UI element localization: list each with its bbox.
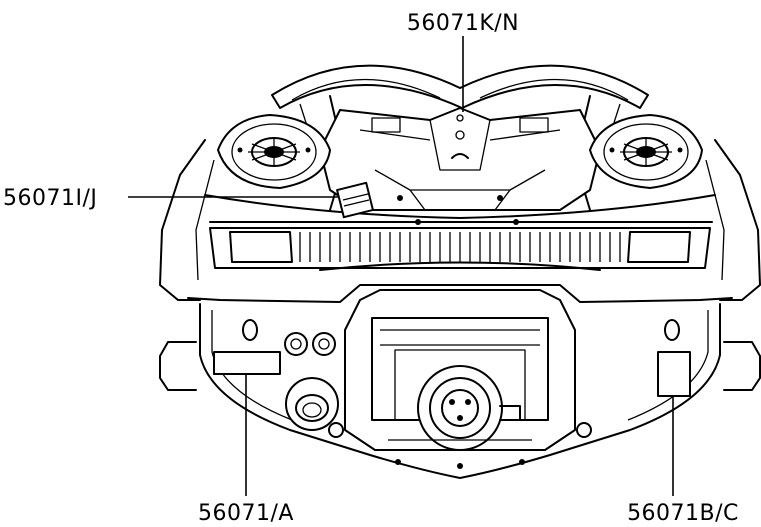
callout-bottom-right-label: 56071B/C xyxy=(627,501,739,526)
callout-bottom-left-label: 56071/A xyxy=(198,501,294,526)
callout-left-label: 56071I/J xyxy=(3,186,97,211)
left-transom-fittings xyxy=(159,319,761,438)
jet-pump-housing xyxy=(344,289,576,469)
label-56071-bc-decal xyxy=(657,351,691,397)
leader-lines xyxy=(128,36,674,496)
label-56071-a-decal xyxy=(213,351,281,375)
right-speaker xyxy=(589,114,703,189)
hull-body xyxy=(159,139,761,301)
callout-top-label: 56071K/N xyxy=(407,11,519,36)
center-console xyxy=(319,107,601,225)
left-speaker xyxy=(217,114,331,189)
label-56071-ij-decal xyxy=(336,181,374,219)
vent-grille xyxy=(209,227,711,271)
